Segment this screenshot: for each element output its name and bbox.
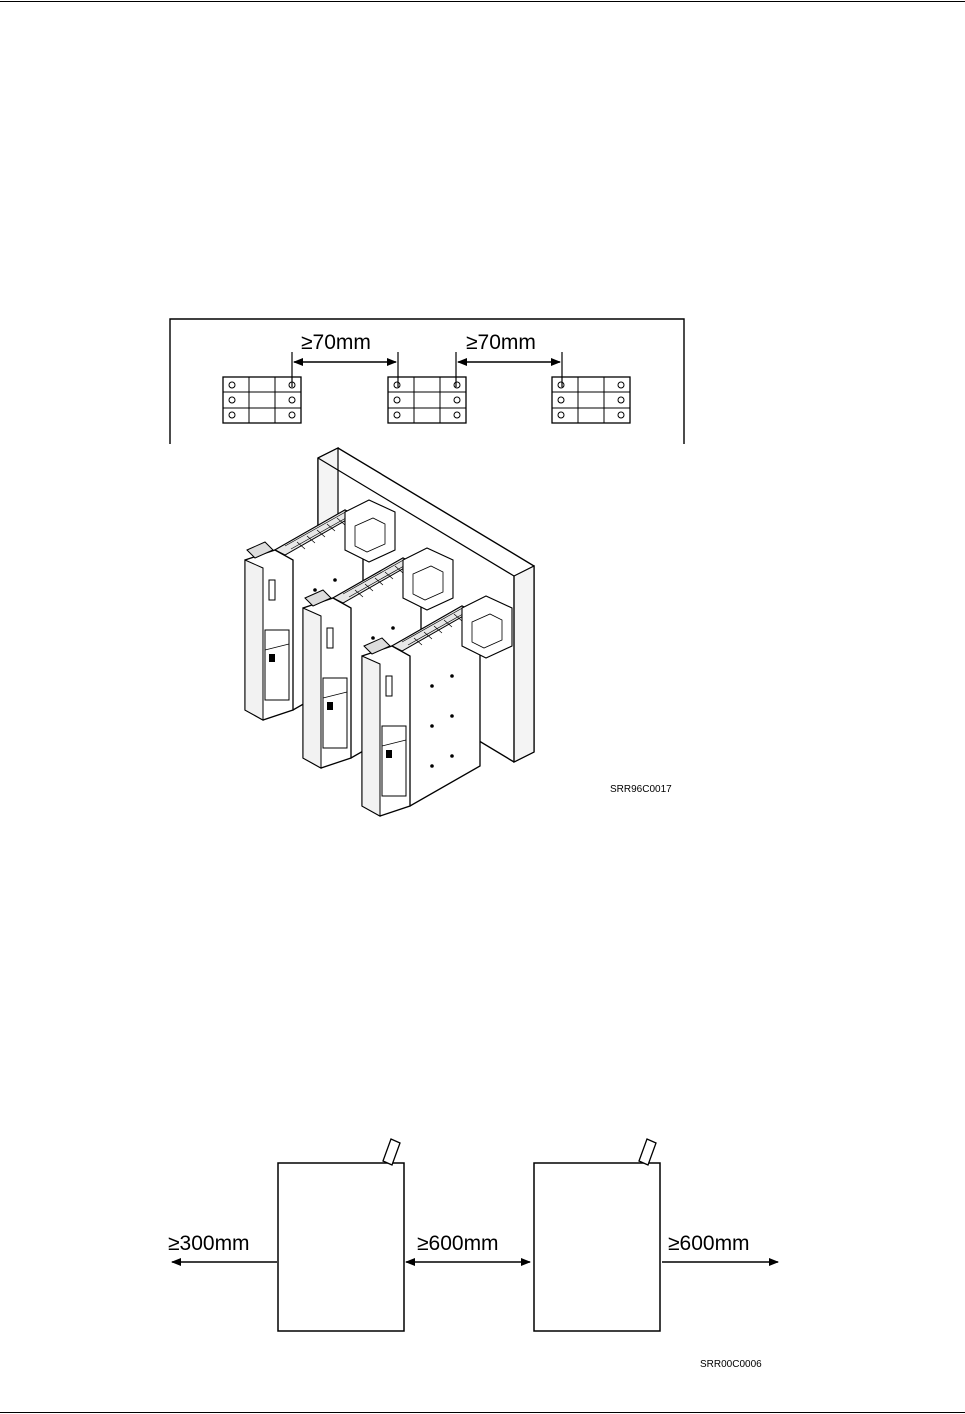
clearance-label-left: ≥300mm: [168, 1232, 250, 1255]
clearance-label-middle: ≥600mm: [417, 1232, 499, 1255]
figure1-perspective-view: [245, 448, 534, 816]
bracket-left: [223, 377, 301, 423]
bracket-right: [552, 377, 630, 423]
figure2-code: SRR00C0006: [700, 1359, 762, 1370]
cabinet-left: [278, 1139, 404, 1331]
bracket-middle: [388, 377, 466, 423]
figure1-code: SRR96C0017: [610, 784, 672, 795]
cabinet-right: [534, 1139, 660, 1331]
spacing-label-2: ≥70mm: [466, 331, 536, 354]
spacing-label-1: ≥70mm: [301, 331, 371, 354]
figure1-top-view: ≥70mm ≥70mm: [170, 319, 684, 444]
clearance-label-right: ≥600mm: [668, 1232, 750, 1255]
figure2-clearance: ≥300mm ≥600mm ≥600mm: [168, 1139, 778, 1331]
